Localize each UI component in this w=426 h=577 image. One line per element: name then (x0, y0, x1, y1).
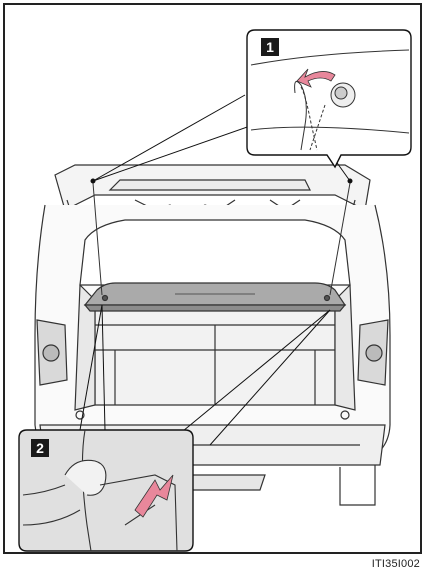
tonneau-cover (85, 283, 345, 311)
illustration-frame: 1 2 (3, 3, 422, 554)
rear-view-car-illustration (5, 5, 420, 552)
step-1-badge: 1 (261, 38, 279, 56)
step-2-badge: 2 (31, 439, 49, 457)
figure-code: ITI35I002 (372, 558, 420, 570)
